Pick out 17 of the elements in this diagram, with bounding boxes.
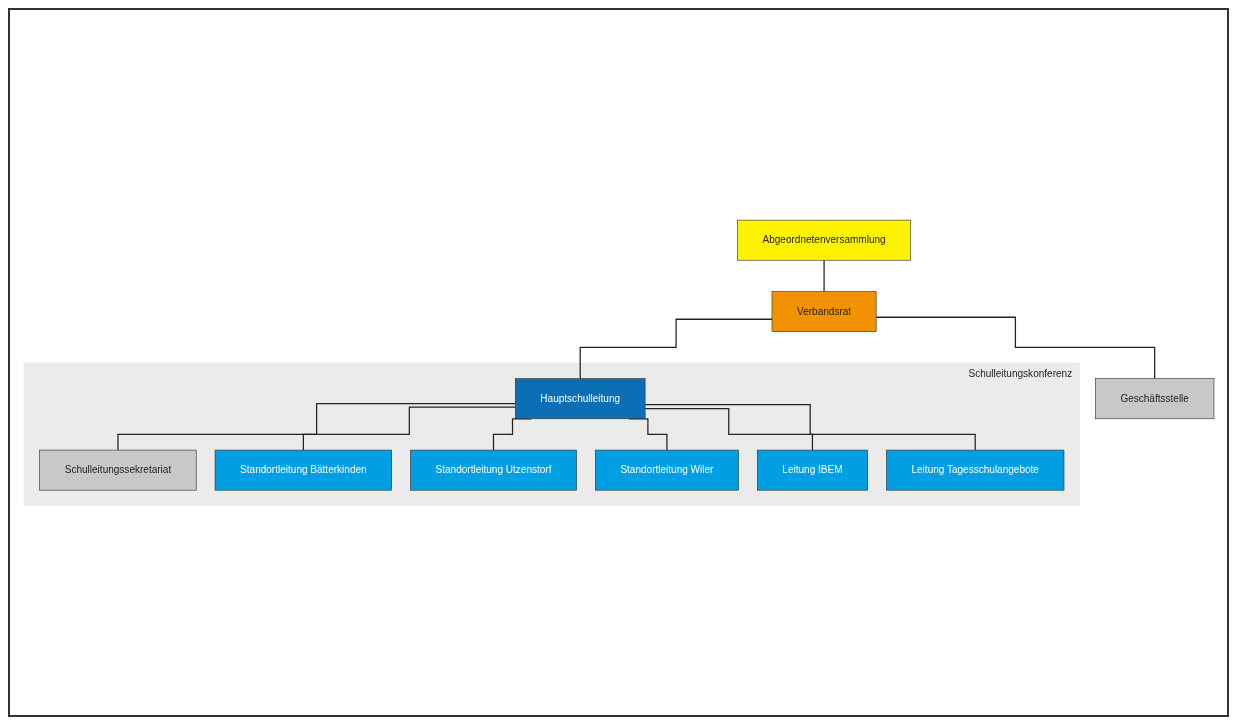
connector (875, 316, 1155, 379)
node-box: Leitung IBEM (756, 449, 868, 490)
connector (822, 259, 825, 292)
node-box: Standortleitung Wiler (594, 449, 739, 490)
node-box: Standortleitung Utzenstorf (409, 449, 577, 490)
node-box: Hauptschulleitung (514, 377, 645, 419)
connector (579, 318, 773, 379)
node-box: Schulleitungssekretariat (38, 449, 197, 490)
node-box: Leitung Tagesschulangebote (885, 449, 1064, 490)
connector (116, 402, 516, 451)
connector (644, 407, 813, 451)
node-box: Standortleitung Bätterkinden (214, 449, 392, 490)
node-box: Geschäftsstelle (1094, 377, 1214, 419)
node-box: Abgeordnetenversammlung (736, 219, 911, 261)
node-box: Verbandsrat (771, 290, 876, 332)
connector (302, 405, 516, 451)
connector (644, 403, 976, 451)
